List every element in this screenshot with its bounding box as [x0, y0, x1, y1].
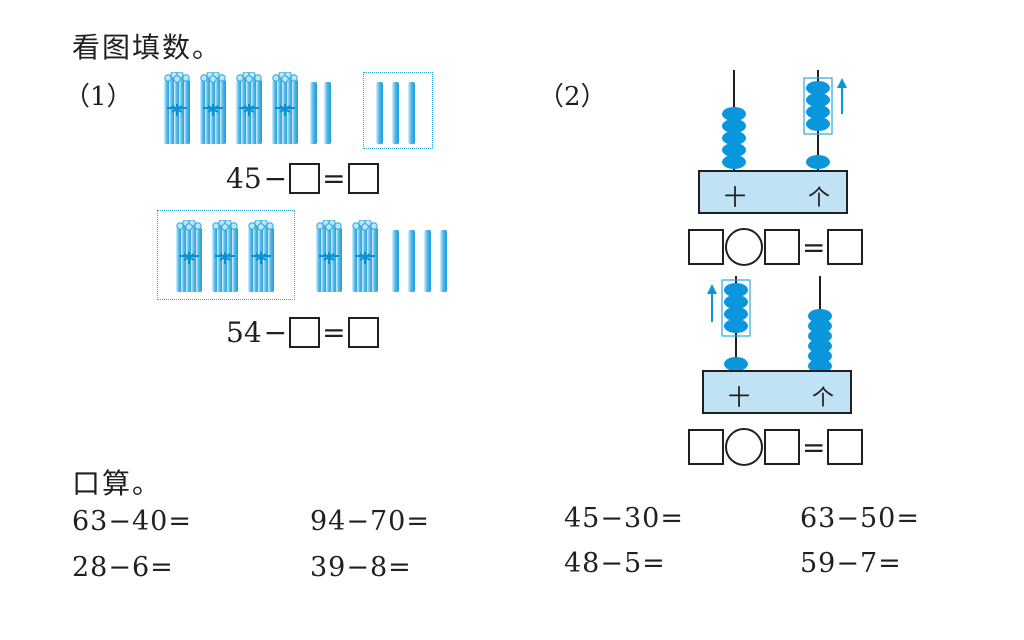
sticks-group-54: [316, 220, 447, 293]
equation-number: 45: [226, 162, 262, 195]
answer-box[interactable]: [289, 163, 321, 194]
stick-bundle: [176, 220, 203, 293]
equals-sign: =: [322, 162, 346, 195]
abacus-frame-1: 十 个: [698, 170, 848, 214]
abacus-equation-1: =: [688, 228, 864, 266]
single-stick: [408, 230, 415, 292]
answer-box[interactable]: [347, 163, 379, 194]
tens-beads: [722, 107, 746, 169]
stick-bundle: [199, 72, 227, 145]
operator-circle[interactable]: [725, 228, 763, 266]
ones-beads: [808, 309, 832, 372]
tens-place-label: 十: [724, 186, 747, 211]
answer-box[interactable]: [764, 429, 800, 465]
part2-label: （2）: [538, 82, 607, 112]
minus-sign: −: [263, 316, 288, 349]
stick-bundle: [211, 220, 239, 293]
selected-sticks: [376, 82, 415, 144]
oral-problem: 45−30=: [564, 503, 684, 534]
stick-bundle: [316, 220, 343, 293]
tens-place-label: 十: [728, 386, 751, 411]
section-title-oral-calc: 口算。: [72, 467, 163, 500]
answer-box[interactable]: [688, 229, 724, 265]
arrow-head-icon: [707, 284, 717, 294]
answer-box[interactable]: [827, 429, 864, 465]
abacus-rods-2: [707, 276, 832, 372]
stick-bundle: [235, 72, 263, 145]
single-stick: [424, 230, 431, 292]
single-stick: [392, 82, 399, 144]
operator-circle[interactable]: [725, 428, 763, 466]
selected-sticks-box: [363, 72, 433, 149]
abacus-frame-2: 十 个: [702, 370, 852, 414]
single-stick: [376, 82, 383, 144]
answer-box[interactable]: [827, 229, 864, 265]
oral-problem: 59−7=: [800, 548, 902, 579]
part1-label: （1）: [64, 82, 133, 112]
section-title-fill-numbers: 看图填数。: [72, 31, 223, 64]
abacus-equation-2: =: [688, 428, 864, 466]
ones-place-label: 个: [812, 386, 835, 411]
single-stick: [440, 230, 447, 292]
equation-54: 54 − =: [226, 316, 379, 349]
moved-beads-box: [721, 279, 751, 337]
answer-box[interactable]: [289, 317, 321, 348]
equals-sign: =: [322, 316, 346, 349]
single-stick: [408, 82, 415, 144]
selected-bundles: [176, 220, 275, 293]
single-stick: [392, 230, 399, 292]
moved-beads-box: [803, 77, 833, 135]
answer-box[interactable]: [347, 317, 379, 348]
oral-problem: 63−40=: [72, 506, 192, 537]
stick-bundle: [247, 220, 275, 293]
oral-problem: 39−8=: [310, 552, 412, 583]
equals-sign: =: [802, 230, 826, 264]
arrow-head-icon: [837, 78, 847, 88]
ones-place-label: 个: [808, 186, 831, 211]
equation-45: 45 − =: [226, 162, 379, 195]
equals-sign: =: [802, 430, 826, 464]
single-stick: [324, 82, 331, 144]
oral-problem: 28−6=: [72, 552, 174, 583]
selected-bundles-box: [157, 210, 295, 300]
minus-sign: −: [263, 162, 288, 195]
oral-problem: 48−5=: [564, 548, 666, 579]
oral-problem: 94−70=: [310, 506, 430, 537]
stick-bundle: [164, 72, 191, 145]
abacus-rods-1: [722, 70, 847, 170]
equation-number: 54: [226, 316, 262, 349]
answer-box[interactable]: [688, 429, 724, 465]
stick-bundle: [351, 220, 379, 293]
sticks-group-45: [164, 72, 331, 145]
single-stick: [310, 82, 317, 144]
answer-box[interactable]: [764, 229, 800, 265]
oral-problem: 63−50=: [800, 503, 920, 534]
ones-beads: [806, 81, 830, 169]
tens-beads: [724, 283, 748, 371]
stick-bundle: [271, 72, 299, 145]
